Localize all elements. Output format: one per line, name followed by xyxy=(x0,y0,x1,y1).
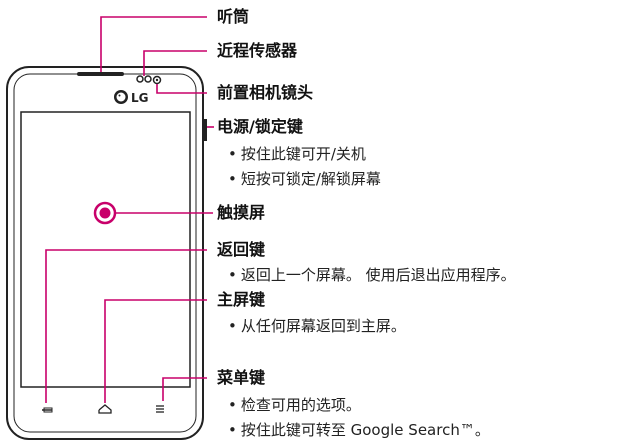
menu-key-bullet-2: •按住此键可转至 Google Search™。 xyxy=(228,420,490,440)
bullet-marker: • xyxy=(228,145,237,163)
home-key-label: 主屏键 xyxy=(217,290,266,309)
bullet-text: 从任何屏幕返回到主屏。 xyxy=(240,317,406,335)
proximity-sensor-leader xyxy=(143,50,207,76)
power-key-label: 电源/锁定键 xyxy=(217,117,303,136)
bullet-text: 短按可锁定/解锁屏幕 xyxy=(240,170,381,188)
lg-logo-text: LG xyxy=(131,91,149,105)
back-key-icon[interactable] xyxy=(42,407,53,413)
menu-key-leader xyxy=(162,377,207,401)
power-key-bullet-2: •短按可锁定/解锁屏幕 xyxy=(228,169,381,189)
front-camera-lens xyxy=(152,75,162,85)
earpiece-slot xyxy=(77,72,124,76)
back-key-bullet-1: •返回上一个屏幕。 使用后退出应用程序。 xyxy=(228,265,516,285)
bullet-text: 按住此键可开/关机 xyxy=(240,145,366,163)
home-key-bullet-1: •从任何屏幕返回到主屏。 xyxy=(228,316,406,336)
power-key-bullet-1: •按住此键可开/关机 xyxy=(228,144,366,164)
bullet-marker: • xyxy=(228,317,237,335)
earpiece-label: 听筒 xyxy=(217,7,250,26)
home-key-leader xyxy=(104,299,207,403)
power-key-hardware xyxy=(203,119,207,141)
menu-key-icon[interactable] xyxy=(156,405,164,413)
bullet-text: 返回上一个屏幕。 使用后退出应用程序。 xyxy=(240,266,516,284)
bullet-marker: • xyxy=(228,421,237,439)
menu-key-bullet-1: •检查可用的选项。 xyxy=(228,395,361,415)
bullet-text: 按住此键可转至 Google Search™。 xyxy=(240,421,490,439)
earpiece-leader xyxy=(100,16,207,72)
lg-logo: LG xyxy=(114,90,149,105)
back-key-leader xyxy=(45,249,207,403)
proximity-sensor xyxy=(136,75,152,83)
home-key-icon[interactable] xyxy=(98,404,112,414)
back-key-label: 返回键 xyxy=(217,240,266,259)
bullet-marker: • xyxy=(228,396,237,414)
proximity-sensor-label: 近程传感器 xyxy=(217,41,298,60)
bullet-marker: • xyxy=(228,170,237,188)
bullet-text: 检查可用的选项。 xyxy=(240,396,361,414)
front-camera-label: 前置相机镜头 xyxy=(217,83,314,102)
front-camera-leader xyxy=(156,84,207,94)
menu-key-label: 菜单键 xyxy=(217,368,266,387)
touchscreen-label: 触摸屏 xyxy=(217,203,266,222)
bullet-marker: • xyxy=(228,266,237,284)
